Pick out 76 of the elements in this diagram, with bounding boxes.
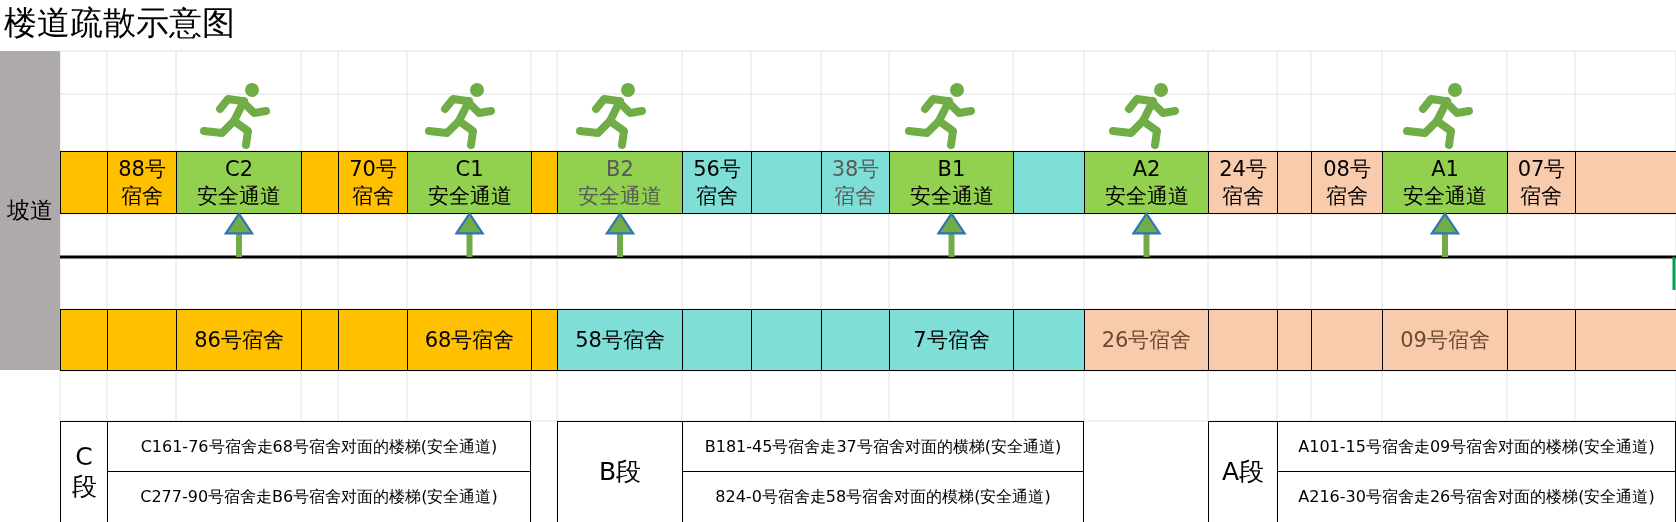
dorm-block [1382, 309, 1508, 371]
section-name: A段 [1221, 456, 1265, 488]
empty-block [1277, 309, 1312, 371]
dorm-label: 58号宿舍 [575, 326, 665, 354]
exit-block [176, 151, 302, 214]
title: 楼道疏散示意图 [4, 2, 235, 44]
empty-block [301, 309, 339, 371]
exit-code: C2 [225, 156, 253, 183]
exit-code: C1 [455, 156, 484, 183]
exit-block [889, 151, 1014, 214]
exit-label: 安全通道 [197, 182, 281, 209]
route-note-row [107, 421, 531, 472]
empty-block [1277, 151, 1312, 214]
exit-label: 安全通道 [578, 182, 662, 209]
section-label-block [557, 421, 683, 522]
exit-arrow [1430, 212, 1460, 257]
exit-label: 安全通道 [1403, 182, 1487, 209]
section-name: B段 [598, 456, 642, 488]
exit-arrow [1132, 212, 1161, 257]
section-name: C段 [71, 442, 97, 502]
empty-block [60, 309, 108, 371]
dorm-block [176, 309, 302, 371]
ramp-label: 坡道 [7, 196, 53, 225]
route-note: A216-30号宿舍走26号宿舍对面的楼梯(安全通道) [1298, 487, 1655, 507]
dorm-label: 70号宿舍 [348, 156, 398, 209]
exit-arrow [605, 212, 635, 257]
exit-arrow [224, 212, 254, 257]
route-note-row [682, 421, 1084, 472]
exit-arrow [937, 212, 966, 257]
exit-label: 安全通道 [1104, 182, 1189, 209]
dorm-label: 08号宿舍 [1322, 156, 1372, 209]
section-label-block [60, 421, 108, 522]
dorm-block [1208, 151, 1278, 214]
dorm-block [338, 151, 408, 214]
dorm-block [1311, 151, 1383, 214]
exit-arrow [455, 212, 484, 257]
empty-block [531, 309, 558, 371]
dorm-label: 09号宿舍 [1400, 326, 1490, 354]
exit-code: B2 [606, 156, 634, 183]
dorm-label: 38号宿舍 [830, 156, 881, 209]
dorm-block [107, 151, 177, 214]
empty-block [531, 151, 558, 214]
ramp-column [0, 51, 60, 370]
route-note: 824-0号宿舍走58号宿舍对面的模梯(安全通道) [715, 487, 1051, 507]
route-note: B181-45号宿舍走37号宿舍对面的横梯(安全通道) [704, 436, 1062, 457]
exit-label: 安全通道 [427, 182, 512, 209]
exit-block [1382, 151, 1508, 214]
dorm-block [821, 151, 890, 214]
exit-code: A2 [1132, 156, 1161, 183]
section-label-block [1208, 421, 1278, 522]
dorm-label: 56号宿舍 [692, 156, 742, 209]
dorm-label: 07号宿舍 [1516, 156, 1567, 209]
exit-block [1084, 151, 1209, 214]
dorm-block [407, 309, 532, 371]
route-note-row [1277, 421, 1676, 472]
exit-code: B1 [937, 156, 966, 183]
empty-block [60, 151, 108, 214]
dorm-label: 86号宿舍 [194, 326, 284, 354]
dorm-label: 68号宿舍 [424, 326, 515, 354]
dorm-block [889, 309, 1014, 371]
exit-code: A1 [1431, 156, 1459, 183]
dorm-block [1507, 151, 1576, 214]
dorm-label: 7号宿舍 [913, 326, 990, 354]
dorm-label: 88号宿舍 [117, 156, 167, 209]
dorm-label: 24号宿舍 [1218, 156, 1268, 209]
exit-block [407, 151, 532, 214]
dorm-label: 26号宿舍 [1101, 326, 1192, 354]
exit-label: 安全通道 [909, 182, 994, 209]
dorm-block [682, 151, 752, 214]
route-note: A101-15号宿舍走09号宿舍对面的楼梯(安全通道) [1298, 436, 1655, 457]
dorm-block [557, 309, 683, 371]
exit-block [557, 151, 683, 214]
dorm-block [1084, 309, 1209, 371]
empty-block [301, 151, 339, 214]
route-note: C161-76号宿舍走68号宿舍对面的楼梯(安全通道) [140, 436, 498, 457]
route-note: C277-90号宿舍走B6号宿舍对面的楼梯(安全通道) [140, 487, 498, 507]
